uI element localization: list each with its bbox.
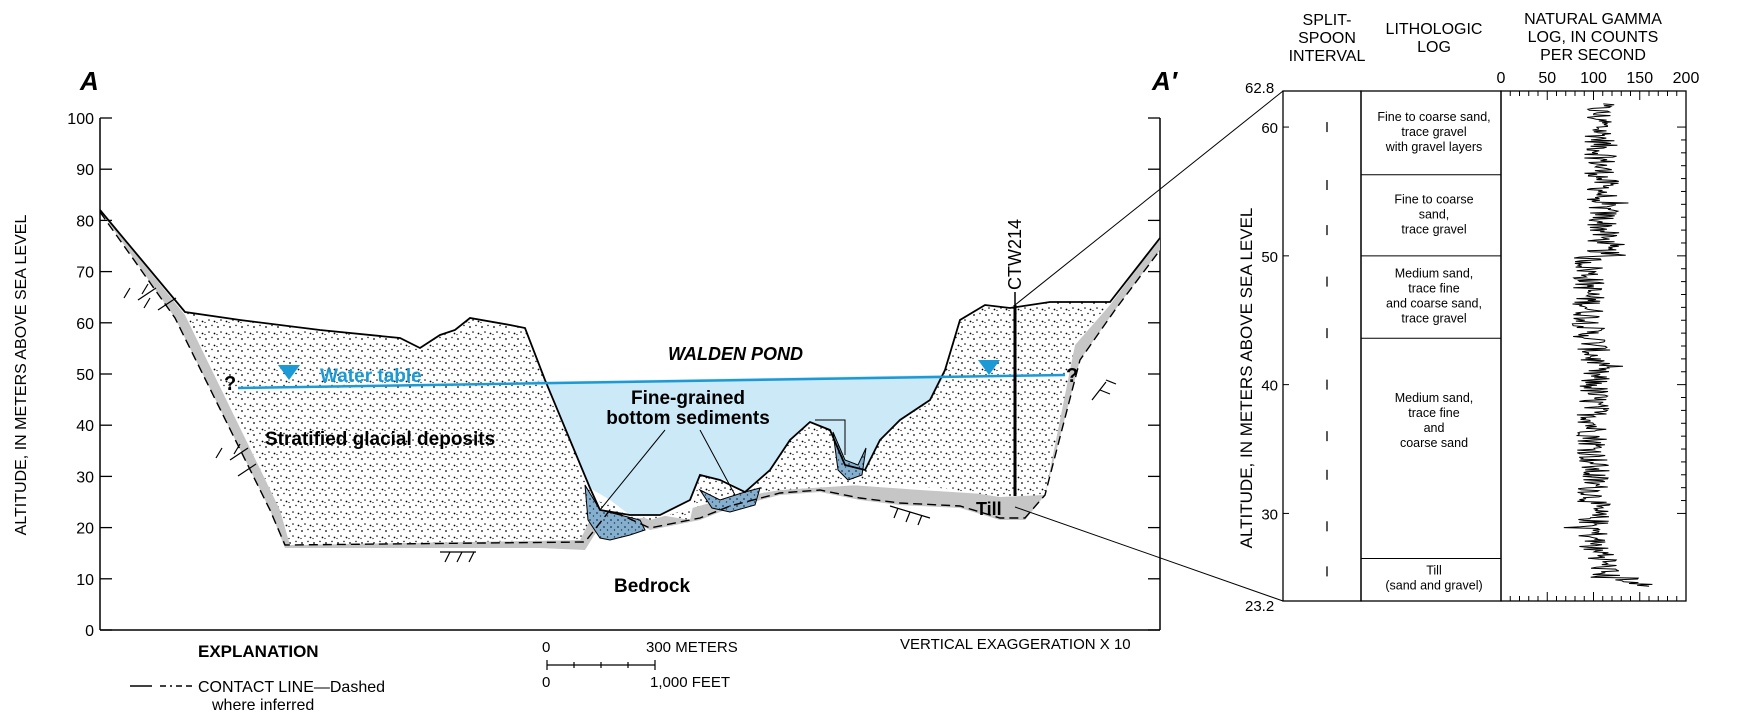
section-y-tick-label: 0 xyxy=(85,623,94,640)
log-y-tick-label: 60 xyxy=(1261,120,1278,137)
section-label-a: A xyxy=(79,66,99,96)
sediment-leaders xyxy=(599,419,846,511)
bedrock-symbols xyxy=(123,283,1117,563)
scale-feet-label: 1,000 FEET xyxy=(650,674,730,691)
unit-description-line: Fine to coarse sand, xyxy=(1377,110,1490,124)
unit-description-line: Till xyxy=(1426,563,1442,577)
till-label: Till xyxy=(976,499,1002,519)
section-y-tick-label: 10 xyxy=(76,572,94,589)
section-label-a-prime: A′ xyxy=(1151,66,1179,96)
gamma-tick-marks xyxy=(1500,91,1687,601)
gamma-tick-label: 100 xyxy=(1580,70,1607,87)
scale-zero-bottom: 0 xyxy=(542,674,550,691)
water-table-symbol-right xyxy=(978,360,1000,375)
section-y-tick-label: 30 xyxy=(76,469,94,486)
water-table-question-right: ? xyxy=(1066,365,1078,387)
scale-bar xyxy=(546,660,656,670)
section-y-tick-label: 50 xyxy=(76,367,94,384)
split-spoon-header-1: SPLIT- xyxy=(1303,12,1352,29)
water-table-symbol-left xyxy=(278,365,300,380)
log-connector-top xyxy=(1014,90,1284,306)
section-y-tick-label: 60 xyxy=(76,316,94,333)
vertical-exaggeration-label: VERTICAL EXAGGERATION X 10 xyxy=(900,636,1131,653)
gamma-tick-label: 0 xyxy=(1497,70,1506,87)
unit-description-line: and coarse sand, xyxy=(1386,296,1482,310)
log-connector-bottom xyxy=(1014,506,1284,602)
section-y-tick-label: 80 xyxy=(76,213,94,230)
unit-description-line: (sand and gravel) xyxy=(1385,578,1482,592)
gamma-header-1: NATURAL GAMMA xyxy=(1524,11,1662,28)
section-y-tick-label: 40 xyxy=(76,418,94,435)
unit-description-line: and xyxy=(1424,421,1445,435)
well-ctw214-label: CTW214 xyxy=(1005,219,1025,290)
unit-description-line: trace fine xyxy=(1408,406,1459,420)
bedrock-label: Bedrock xyxy=(614,576,690,597)
scale-meters-label: 300 METERS xyxy=(646,639,738,656)
split-spoon-header-3: INTERVAL xyxy=(1289,48,1366,65)
log-y-axis-title: ALTITUDE, IN METERS ABOVE SEA LEVEL xyxy=(1237,208,1256,549)
lithologic-header-1: LITHOLOGIC xyxy=(1386,21,1483,38)
gamma-header-2: LOG, IN COUNTS xyxy=(1528,29,1659,46)
split-spoon-column xyxy=(1282,90,1362,602)
log-bottom-value: 23.2 xyxy=(1245,598,1274,615)
log-top-value: 62.8 xyxy=(1245,80,1274,97)
water-table-line xyxy=(237,373,1066,390)
water-table-question-left: ? xyxy=(224,373,236,395)
unit-description-line: Medium sand, xyxy=(1395,266,1474,280)
water-table-label: Water table xyxy=(320,366,422,387)
unit-description-line: coarse sand xyxy=(1400,436,1468,450)
gamma-tick-label: 150 xyxy=(1626,70,1653,87)
log-y-tick-label: 50 xyxy=(1261,249,1278,266)
bottom-sediments-2 xyxy=(698,487,761,513)
gamma-tick-label: 50 xyxy=(1538,70,1556,87)
unit-description-line: Medium sand, xyxy=(1395,391,1474,405)
gamma-log-trace xyxy=(1563,103,1653,587)
land-surface-line xyxy=(99,209,1161,516)
walden-pond-water xyxy=(525,375,945,515)
section-y-axis-title: ALTITUDE, IN METERS ABOVE SEA LEVEL xyxy=(13,215,30,536)
unit-description-line: trace fine xyxy=(1408,281,1459,295)
explanation-title: EXPLANATION xyxy=(198,642,319,661)
section-y-tick-label: 20 xyxy=(76,521,94,538)
stratified-deposits-area xyxy=(185,302,1110,545)
unit-description-line: with gravel layers xyxy=(1385,140,1483,154)
unit-description-line: sand, xyxy=(1419,208,1450,222)
stratified-deposits-label: Stratified glacial deposits xyxy=(265,429,495,450)
gamma-header-3: PER SECOND xyxy=(1540,47,1646,64)
lithologic-column xyxy=(1360,90,1502,602)
section-y-tick-label: 90 xyxy=(76,162,94,179)
section-tick-marks xyxy=(100,117,1160,631)
unit-description-line: trace gravel xyxy=(1401,223,1466,237)
unit-description-line: trace gravel xyxy=(1401,311,1466,325)
log-y-tick-labels: 60 50 40 30 xyxy=(1261,120,1289,523)
section-y-tick-label: 70 xyxy=(76,265,94,282)
split-spoon-header-2: SPOON xyxy=(1298,30,1356,47)
gamma-column xyxy=(1500,90,1687,602)
unit-description-line: trace gravel xyxy=(1401,125,1466,139)
scale-zero-top: 0 xyxy=(542,639,550,656)
log-y-tick-label: 30 xyxy=(1261,506,1278,523)
contact-line-text-1: CONTACT LINE—Dashed xyxy=(198,679,385,696)
unit-description-line: Fine to coarse xyxy=(1394,193,1473,207)
lithologic-unit-boundaries xyxy=(1361,174,1501,559)
walden-pond-label: WALDEN POND xyxy=(668,344,803,364)
fine-grained-label-1: Fine-grained xyxy=(631,388,745,409)
gamma-tick-label: 200 xyxy=(1673,70,1700,87)
borehole-log: ALTITUDE, IN METERS ABOVE SEA LEVEL 62.8… xyxy=(1237,11,1699,615)
section-y-tick-label: 100 xyxy=(67,111,94,128)
log-y-tick-label: 40 xyxy=(1261,378,1278,395)
fine-grained-label-2: bottom sediments xyxy=(606,408,770,429)
lithologic-header-2: LOG xyxy=(1417,39,1451,56)
contact-line-text-2: where inferred xyxy=(211,697,314,714)
gamma-tick-labels: 0 50 100 150 200 xyxy=(1497,70,1700,87)
